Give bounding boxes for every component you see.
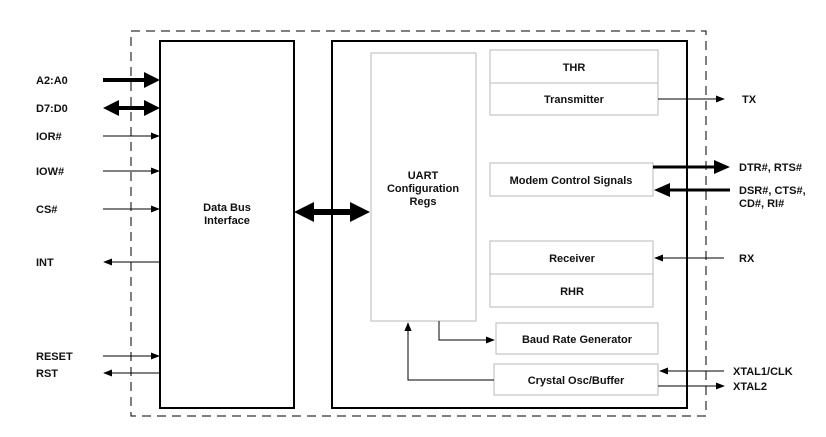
rhr-label: RHR <box>560 286 584 298</box>
signal-tx-label: TX <box>742 94 757 106</box>
transmitter-block <box>489 82 659 116</box>
data-bus-interface-label-line2: Interface <box>204 215 250 227</box>
baud-rate-generator-block <box>495 322 659 355</box>
signal-rx-label: RX <box>739 253 755 265</box>
data-bus-interface-block <box>159 40 295 409</box>
receiver-block <box>489 240 654 275</box>
signal-xtal2-label: XTAL2 <box>733 381 767 393</box>
signal-iow-label: IOW# <box>36 166 64 178</box>
signal-d7-d0-label: D7:D0 <box>36 103 68 115</box>
d7-d0-bus-head-right <box>144 100 160 116</box>
crystal-to-regs-arrow <box>404 322 494 381</box>
baud-rate-generator-label: Baud Rate Generator <box>522 334 633 346</box>
signal-reset-label: RESET <box>36 351 73 363</box>
modem-control-block <box>489 162 654 197</box>
thr-label: THR <box>563 62 586 74</box>
internal-bus-head-left <box>294 202 314 222</box>
uart-config-regs-label-line3: Regs <box>410 196 437 208</box>
signal-a2-a0-label: A2:A0 <box>36 75 68 87</box>
signal-cd-ri-label: CD#, RI# <box>739 198 784 210</box>
signal-dsr-cts-label: DSR#, CTS#, <box>739 185 806 197</box>
receiver-label: Receiver <box>549 253 596 265</box>
modem-control-label: Modem Control Signals <box>510 175 633 187</box>
data-bus-interface-label-line1: Data Bus <box>203 202 251 214</box>
signal-rst-label: RST <box>36 368 58 380</box>
d7-d0-bus-head-left <box>103 100 119 116</box>
transmitter-label: Transmitter <box>544 94 605 106</box>
signal-dtr-rts-label: DTR#, RTS# <box>739 162 802 174</box>
crystal-osc-block <box>493 363 659 396</box>
signal-cs-label: CS# <box>36 204 57 216</box>
regs-to-baud-rate-arrow <box>438 321 495 344</box>
signal-int-label: INT <box>36 257 54 269</box>
uart-config-regs-block <box>370 52 477 322</box>
dtr-rts-head <box>714 160 730 174</box>
thr-block <box>489 49 659 84</box>
uart-config-regs-label-line1: UART <box>408 170 439 182</box>
chip-boundary <box>130 30 707 417</box>
signal-ior-label: IOR# <box>36 131 62 143</box>
a2-a0-bus-head <box>144 72 160 88</box>
crystal-osc-label: Crystal Osc/Buffer <box>528 375 625 387</box>
internal-bus-head-right <box>350 202 370 222</box>
dsr-cts-head <box>654 183 670 197</box>
uart-config-regs-label-line2: Configuration <box>387 183 459 195</box>
rhr-block <box>489 273 654 308</box>
signal-xtal1-label: XTAL1/CLK <box>733 366 793 378</box>
